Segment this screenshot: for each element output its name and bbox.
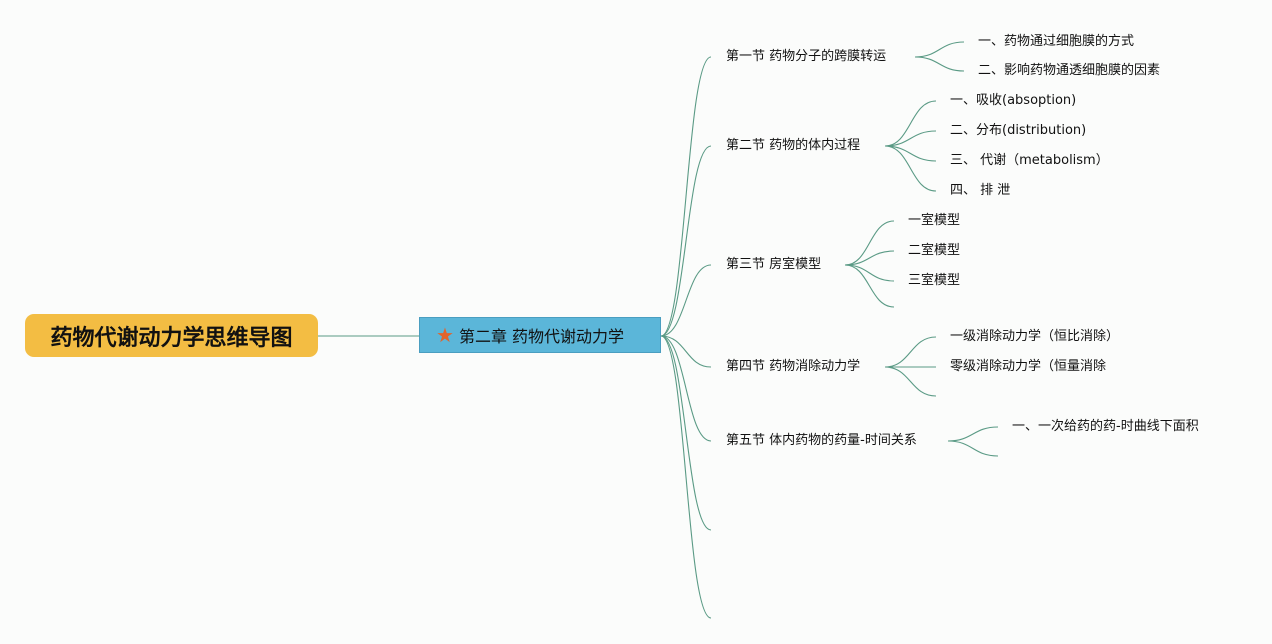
section-topic-3[interactable]: 第三节 房室模型 — [726, 257, 822, 272]
section-topic-1[interactable]: 第一节 药物分子的跨膜转运 — [726, 49, 887, 64]
chapter-topic[interactable]: ★ 第二章 药物代谢动力学 — [419, 317, 661, 353]
root-topic-label: 药物代谢动力学思维导图 — [50, 325, 293, 351]
subtopic-3-1[interactable]: 一室模型 — [908, 213, 961, 228]
subtopic-connector — [884, 145, 937, 192]
subtopic-2-3[interactable]: 三、 代谢（metabolism） — [950, 153, 1109, 168]
subtopic-connector — [884, 366, 937, 397]
section-topic-2[interactable]: 第二节 药物的体内过程 — [726, 138, 861, 153]
subtopic-3-3[interactable]: 三室模型 — [908, 273, 961, 288]
section-connector — [660, 56, 712, 337]
subtopic-2-4[interactable]: 四、 排 泄 — [950, 183, 1011, 198]
section-connector — [660, 335, 712, 619]
subtopic-3-2[interactable]: 二室模型 — [908, 243, 961, 258]
subtopic-5-1[interactable]: 一、一次给药的药-时曲线下面积 — [1012, 419, 1199, 434]
subtopic-2-1[interactable]: 一、吸收(absoption) — [950, 93, 1077, 108]
subtopic-4-1[interactable]: 一级消除动力学（恒比消除） — [950, 329, 1120, 344]
subtopic-1-2[interactable]: 二、影响药物通透细胞膜的因素 — [978, 63, 1161, 78]
section-connector — [660, 145, 712, 337]
subtopic-connector — [884, 130, 937, 147]
subtopic-connector — [884, 100, 937, 147]
subtopic-connector — [844, 220, 895, 266]
subtopic-2-2[interactable]: 二、分布(distribution) — [950, 123, 1087, 138]
subtopic-4-2[interactable]: 零级消除动力学（恒量消除 — [950, 359, 1107, 374]
section-topic-4[interactable]: 第四节 药物消除动力学 — [726, 359, 861, 374]
section-connector — [660, 264, 712, 337]
subtopic-connector — [947, 440, 999, 457]
subtopic-connector — [884, 336, 937, 368]
subtopic-connector — [914, 41, 965, 58]
subtopic-1-1[interactable]: 一、药物通过细胞膜的方式 — [978, 34, 1135, 49]
section-connector — [660, 335, 712, 442]
section-connector — [660, 335, 712, 368]
section-topic-5[interactable]: 第五节 体内药物的药量-时间关系 — [726, 433, 917, 448]
subtopic-connector — [844, 264, 895, 282]
subtopic-connector — [844, 264, 895, 308]
star-icon: ★ — [436, 323, 454, 347]
chapter-topic-label: 第二章 药物代谢动力学 — [458, 327, 625, 346]
section-connector — [660, 335, 712, 531]
subtopic-connector — [914, 56, 965, 72]
subtopic-connector — [884, 145, 937, 162]
subtopic-connector — [844, 250, 895, 266]
root-topic[interactable]: 药物代谢动力学思维导图 — [25, 314, 318, 357]
subtopic-connector — [947, 426, 999, 442]
